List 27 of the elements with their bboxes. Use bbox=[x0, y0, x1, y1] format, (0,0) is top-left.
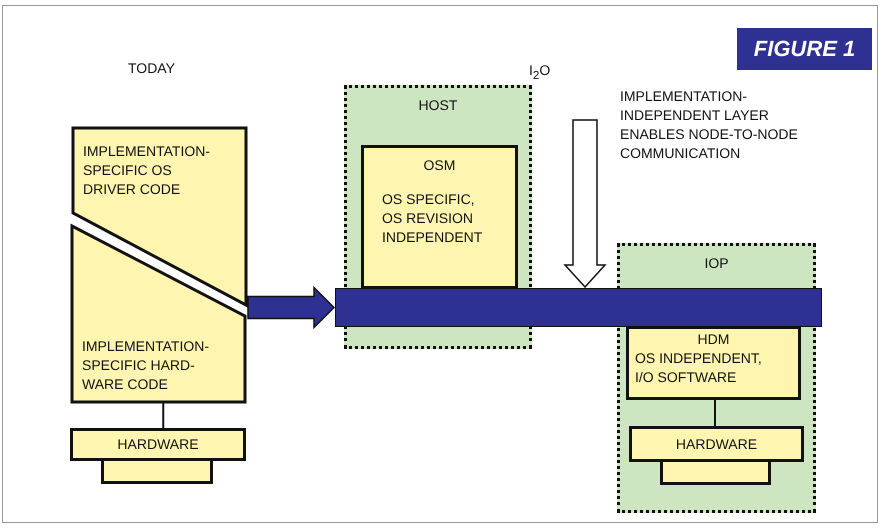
node-text: OSM bbox=[422, 156, 456, 175]
connector-line bbox=[714, 400, 716, 426]
module-box bbox=[626, 326, 801, 400]
node-text: IMPLEMENTATION- SPECIFIC OS DRIVER CODE bbox=[83, 142, 212, 199]
node-text: HDM bbox=[696, 330, 730, 349]
hardware-base bbox=[101, 458, 213, 484]
connector-line bbox=[162, 402, 164, 428]
column-heading: TODAY bbox=[128, 59, 175, 78]
note-text: IMPLEMENTATION- INDEPENDENT LAYER ENABLES NODE-TO-NODE COMMUNICATION bbox=[620, 87, 799, 163]
node-text: OS SPECIFIC, OS REVISION INDEPENDENT bbox=[382, 190, 484, 247]
hardware-box bbox=[70, 428, 246, 461]
hardware-base bbox=[660, 459, 771, 485]
code-block bbox=[73, 128, 246, 305]
node-text: HARDWARE bbox=[116, 435, 200, 454]
figure-badge: FIGURE 1 bbox=[737, 28, 872, 70]
module-box bbox=[361, 145, 518, 289]
node-text: OS INDEPENDENT, I/O SOFTWARE bbox=[635, 349, 763, 387]
hardware-box bbox=[629, 426, 804, 462]
hollow-arrow bbox=[563, 119, 607, 288]
bus-bar bbox=[335, 288, 822, 327]
node-text: IMPLEMENTATION- SPECIFIC HARD- WARE CODE bbox=[82, 337, 210, 394]
node-text: IOP bbox=[703, 254, 730, 273]
standard-label: I$_{2}$O bbox=[529, 61, 550, 84]
node-text: HARDWARE bbox=[674, 435, 758, 454]
node-text: HOST bbox=[418, 96, 458, 115]
block-arrow bbox=[247, 286, 336, 330]
code-block bbox=[72, 226, 245, 402]
